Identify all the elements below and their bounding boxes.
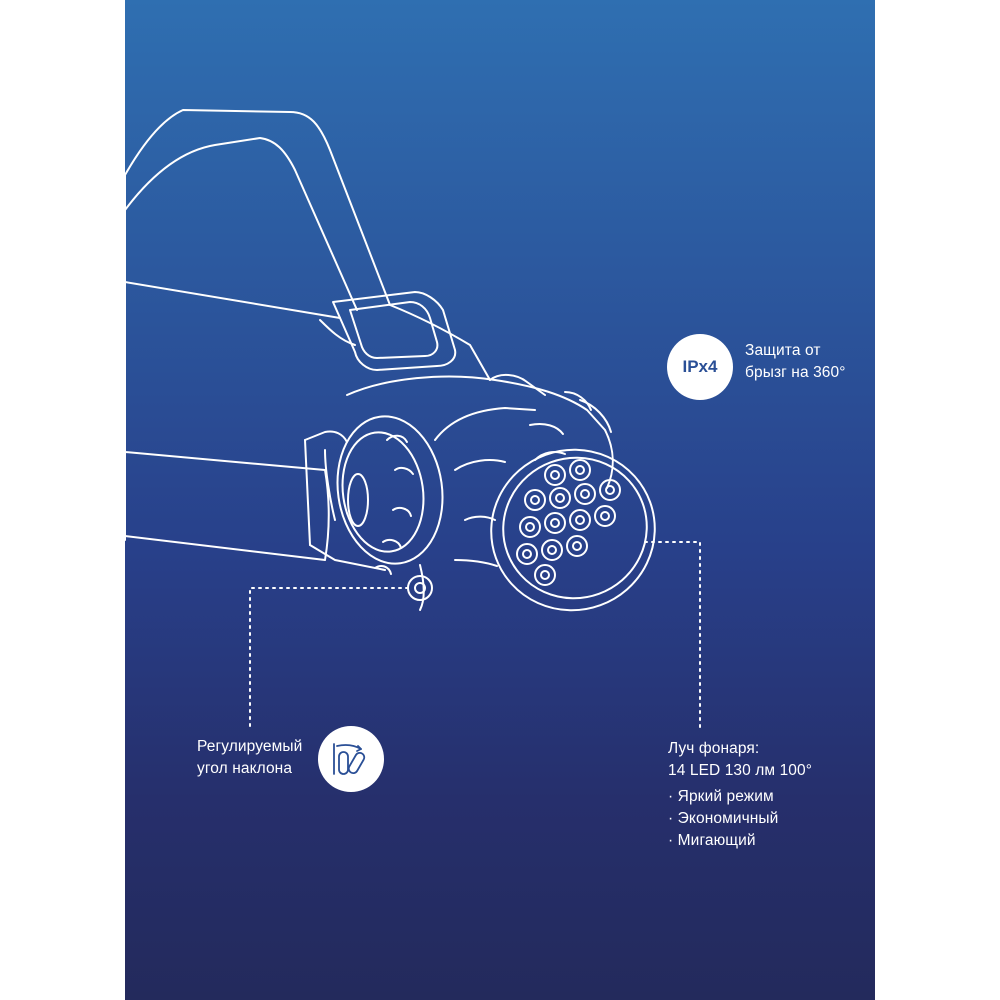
ip-line-2: брызг на 360° [745,364,846,381]
beam-line-2: 14 LED 130 лм 100° [668,762,813,779]
strap-buckle [332,291,457,371]
tilt-line-1: Регулируемый [197,738,303,755]
ip-protection-text: Защита от брызг на 360° [745,340,846,384]
mode-item: Экономичный [668,808,812,830]
ip-line-1: Защита от [745,342,821,359]
beam-line-1: Луч фонаря: [668,740,760,757]
tilt-angle-icon [333,743,366,775]
body-ribs [407,407,566,611]
tilt-text: Регулируемый угол наклона [197,736,302,780]
beam-text: Луч фонаря: 14 LED 130 лм 100° Яркий реж… [668,738,812,852]
tilt-badge [318,726,384,792]
leader-lines [249,541,701,731]
ipx4-badge-text: IPx4 [682,357,718,376]
product-panel: IPx4 Защита от брызг на 360° Регулируемы… [125,0,875,1000]
lens [490,448,656,612]
lamp-housing [304,374,614,571]
side-knob [336,415,444,575]
mode-item: Яркий режим [668,786,812,808]
headlamp-illustration [125,109,701,731]
ipx4-badge: IPx4 [667,334,733,400]
mode-item: Мигающий [668,830,812,852]
tilt-line-2: угол наклона [197,760,293,777]
head-strap [125,109,491,561]
led-array [516,459,621,586]
